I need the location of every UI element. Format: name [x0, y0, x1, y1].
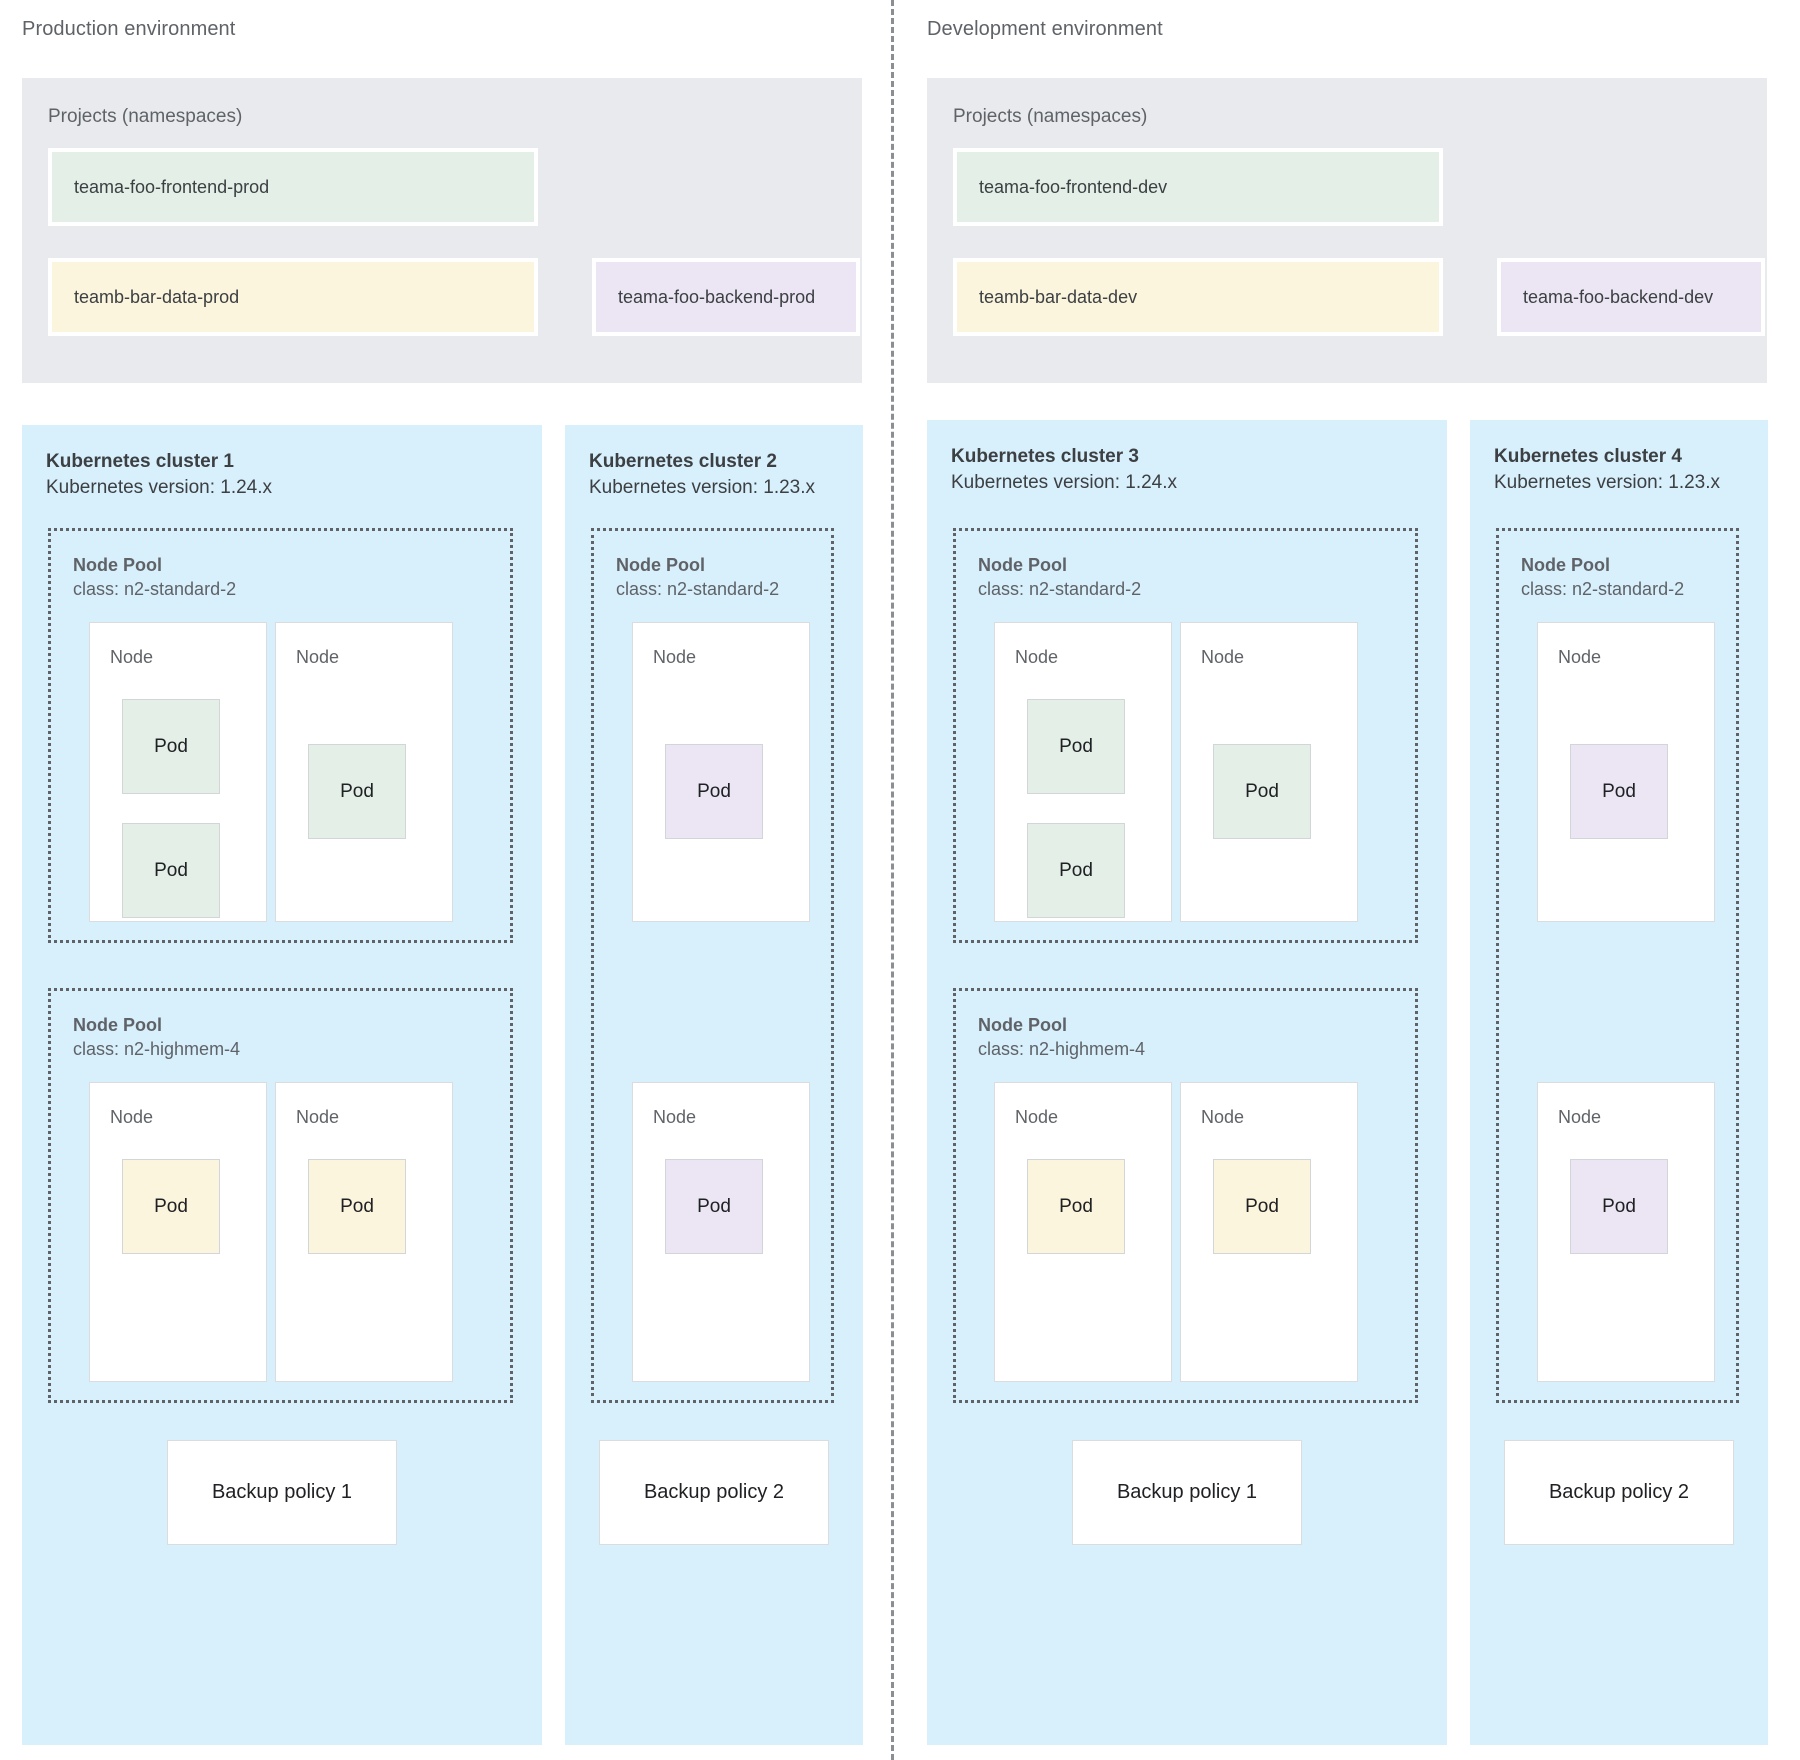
namespace-teama-foo-frontend-prod[interactable]: teama-foo-frontend-prod [48, 148, 538, 226]
cluster-1-nodepool-2-node-1[interactable]: Node Pod [89, 1082, 267, 1382]
pod[interactable]: Pod [1213, 1159, 1311, 1254]
namespace-label: teamb-bar-data-dev [979, 286, 1138, 307]
namespace-teama-foo-backend-dev[interactable]: teama-foo-backend-dev [1497, 258, 1765, 336]
namespace-label: teamb-bar-data-prod [74, 286, 240, 307]
projects-label-development: Projects (namespaces) [953, 106, 1148, 127]
cluster-4-nodepool-1-node-2[interactable]: Node Pod [1537, 1082, 1715, 1382]
node-label: Node [1201, 647, 1245, 667]
node-label: Node [296, 647, 340, 667]
cluster-1-nodepool-2[interactable]: Node Pool class: n2-highmem-4 Node Pod N… [48, 988, 513, 1403]
cluster-1-version: Kubernetes version: 1.24.x [46, 477, 273, 498]
pod[interactable]: Pod [1027, 1159, 1125, 1254]
cluster-2-version: Kubernetes version: 1.23.x [589, 477, 816, 498]
namespace-teamb-bar-data-prod[interactable]: teamb-bar-data-prod [48, 258, 538, 336]
cluster-1[interactable]: Kubernetes cluster 1 Kubernetes version:… [22, 425, 542, 1745]
nodepool-class: class: n2-highmem-4 [978, 1039, 1146, 1059]
projects-panel-development: Projects (namespaces) teama-foo-frontend… [927, 78, 1767, 383]
pod[interactable]: Pod [1213, 744, 1311, 839]
node-label: Node [296, 1107, 340, 1127]
namespace-teama-foo-backend-prod[interactable]: teama-foo-backend-prod [592, 258, 860, 336]
cluster-4-backup-policy[interactable]: Backup policy 2 [1504, 1440, 1734, 1545]
cluster-2-nodepool-1-node-2[interactable]: Node Pod [632, 1082, 810, 1382]
namespace-label: teama-foo-frontend-dev [979, 176, 1168, 197]
namespace-teamb-bar-data-dev[interactable]: teamb-bar-data-dev [953, 258, 1443, 336]
environment-development: Development environment Projects (namesp… [905, 0, 1800, 1760]
environment-title-production: Production environment [22, 18, 236, 40]
cluster-4-nodepool-1-node-1[interactable]: Node Pod [1537, 622, 1715, 922]
node-label: Node [653, 647, 697, 667]
node-label: Node [1015, 1107, 1059, 1127]
node-label: Node [110, 647, 154, 667]
cluster-1-title: Kubernetes cluster 1 [46, 451, 234, 472]
namespace-label: teama-foo-backend-prod [618, 286, 816, 307]
node-label: Node [653, 1107, 697, 1127]
cluster-3-title: Kubernetes cluster 3 [951, 446, 1139, 467]
cluster-3-nodepool-1[interactable]: Node Pool class: n2-standard-2 Node Pod … [953, 528, 1418, 943]
environment-production: Production environment Projects (namespa… [0, 0, 895, 1760]
node-label: Node [1558, 647, 1602, 667]
environment-title-development: Development environment [927, 18, 1163, 40]
cluster-3-nodepool-1-node-2[interactable]: Node Pod [1180, 622, 1358, 922]
cluster-3-nodepool-2-node-2[interactable]: Node Pod [1180, 1082, 1358, 1382]
namespace-label: teama-foo-frontend-prod [74, 176, 270, 197]
pod[interactable]: Pod [308, 1159, 406, 1254]
namespace-label: teama-foo-backend-dev [1523, 286, 1714, 307]
cluster-1-backup-policy[interactable]: Backup policy 1 [167, 1440, 397, 1545]
nodepool-title: Node Pool [73, 1015, 162, 1035]
pod[interactable]: Pod [122, 1159, 220, 1254]
pod[interactable]: Pod [1027, 699, 1125, 794]
node-label: Node [1558, 1107, 1602, 1127]
nodepool-title: Node Pool [616, 555, 705, 575]
cluster-3-nodepool-2-node-1[interactable]: Node Pod [994, 1082, 1172, 1382]
nodepool-title: Node Pool [978, 555, 1067, 575]
nodepool-class: class: n2-standard-2 [978, 579, 1142, 599]
projects-label-production: Projects (namespaces) [48, 106, 243, 127]
pod[interactable]: Pod [1570, 744, 1668, 839]
nodepool-class: class: n2-standard-2 [616, 579, 780, 599]
cluster-4-title: Kubernetes cluster 4 [1494, 446, 1682, 467]
cluster-3-nodepool-1-node-1[interactable]: Node Pod Pod [994, 622, 1172, 922]
cluster-1-nodepool-2-node-2[interactable]: Node Pod [275, 1082, 453, 1382]
nodepool-class: class: n2-highmem-4 [73, 1039, 241, 1059]
cluster-1-nodepool-1[interactable]: Node Pool class: n2-standard-2 Node Pod … [48, 528, 513, 943]
nodepool-class: class: n2-standard-2 [1521, 579, 1685, 599]
projects-panel-production: Projects (namespaces) teama-foo-frontend… [22, 78, 862, 383]
environment-divider [891, 0, 894, 1760]
cluster-2-title: Kubernetes cluster 2 [589, 451, 777, 472]
pod[interactable]: Pod [1570, 1159, 1668, 1254]
nodepool-class: class: n2-standard-2 [73, 579, 237, 599]
cluster-4-version: Kubernetes version: 1.23.x [1494, 472, 1721, 493]
node-label: Node [1201, 1107, 1245, 1127]
namespace-teama-foo-frontend-dev[interactable]: teama-foo-frontend-dev [953, 148, 1443, 226]
nodepool-title: Node Pool [73, 555, 162, 575]
nodepool-title: Node Pool [978, 1015, 1067, 1035]
cluster-3-nodepool-2[interactable]: Node Pool class: n2-highmem-4 Node Pod N… [953, 988, 1418, 1403]
cluster-3-version: Kubernetes version: 1.24.x [951, 472, 1178, 493]
node-label: Node [1015, 647, 1059, 667]
cluster-1-nodepool-1-node-2[interactable]: Node Pod [275, 622, 453, 922]
cluster-3-backup-policy[interactable]: Backup policy 1 [1072, 1440, 1302, 1545]
pod[interactable]: Pod [122, 699, 220, 794]
pod[interactable]: Pod [308, 744, 406, 839]
cluster-2[interactable]: Kubernetes cluster 2 Kubernetes version:… [565, 425, 863, 1745]
cluster-1-nodepool-1-node-1[interactable]: Node Pod Pod [89, 622, 267, 922]
pod[interactable]: Pod [665, 1159, 763, 1254]
cluster-4-nodepool-1[interactable]: Node Pool class: n2-standard-2 Node Pod … [1496, 528, 1739, 1403]
cluster-2-nodepool-1-node-1[interactable]: Node Pod [632, 622, 810, 922]
cluster-3[interactable]: Kubernetes cluster 3 Kubernetes version:… [927, 420, 1447, 1745]
pod[interactable]: Pod [122, 823, 220, 918]
cluster-2-nodepool-1[interactable]: Node Pool class: n2-standard-2 Node Pod … [591, 528, 834, 1403]
pod[interactable]: Pod [1027, 823, 1125, 918]
cluster-4[interactable]: Kubernetes cluster 4 Kubernetes version:… [1470, 420, 1768, 1745]
cluster-2-backup-policy[interactable]: Backup policy 2 [599, 1440, 829, 1545]
pod[interactable]: Pod [665, 744, 763, 839]
node-label: Node [110, 1107, 154, 1127]
nodepool-title: Node Pool [1521, 555, 1610, 575]
